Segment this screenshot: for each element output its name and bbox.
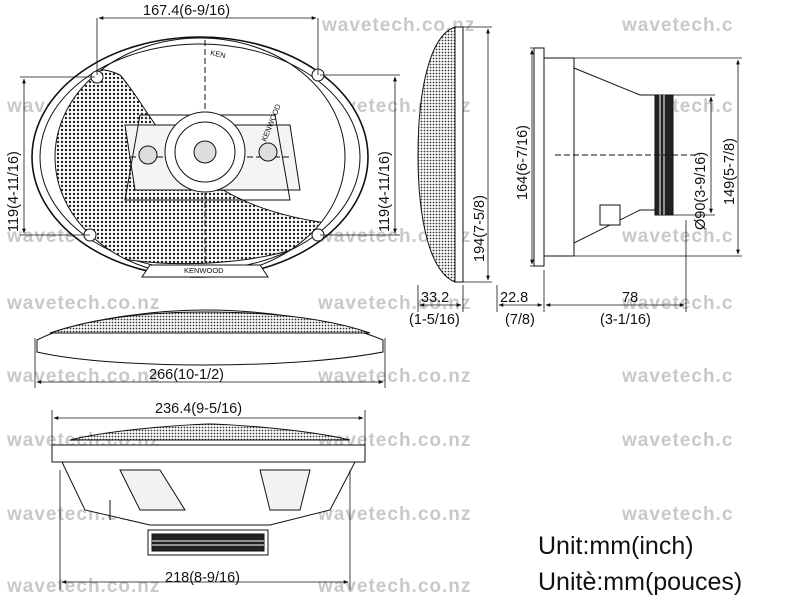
profile-dimensions bbox=[496, 47, 742, 312]
top-silhouette bbox=[34, 309, 386, 388]
watermark-text: wavetech.co.nz bbox=[6, 293, 160, 314]
unit-label-french: Unitè:mm(pouces) bbox=[538, 568, 742, 596]
watermark-text: wavetech.c bbox=[621, 430, 733, 451]
brand-logo-partial: KEN bbox=[210, 48, 227, 60]
left-tweeter bbox=[138, 145, 158, 165]
dim-mount-depth: 22.8 bbox=[500, 290, 528, 306]
logo-plate bbox=[141, 264, 269, 278]
dim-overall-width: 266(10-1/2) bbox=[149, 367, 224, 383]
dim-magnet-diameter: Ø90(3-9/16) bbox=[693, 152, 709, 230]
dim-basket-depth: 78 bbox=[622, 290, 638, 306]
right-tweeter bbox=[258, 142, 278, 162]
dim-side-height-total: 194(7-5/8) bbox=[472, 195, 488, 262]
dim-mount-depth-inch: (7/8) bbox=[505, 312, 535, 328]
watermark-text: wavetech.c bbox=[621, 504, 733, 525]
watermark-text: wavetech.c bbox=[621, 366, 733, 387]
watermark-text: wavetech.co.nz bbox=[6, 366, 160, 387]
watermark-text: wavetech.co.nz bbox=[317, 504, 471, 525]
dim-front-height-left: 119(4-11/16) bbox=[6, 151, 22, 232]
watermark-text: wavetech.co.nz bbox=[317, 576, 471, 597]
dim-side-depth-grille: 33.2 bbox=[421, 290, 449, 306]
side-grille-rim bbox=[454, 26, 464, 283]
side-grille-view bbox=[417, 26, 492, 312]
brand-logo-front: KENWOOD bbox=[184, 266, 224, 275]
bottom-side-view bbox=[51, 423, 366, 556]
front-view bbox=[31, 36, 369, 278]
dim-magnet-width: 218(8-9/16) bbox=[165, 570, 240, 586]
side-grille-mesh bbox=[417, 26, 456, 283]
bridge-outline bbox=[124, 114, 291, 201]
mid-cone-inner bbox=[174, 121, 236, 183]
watermark-text: wavetech.co.nz bbox=[317, 366, 471, 387]
dim-basket-depth-inch: (3-1/16) bbox=[600, 312, 651, 328]
watermark-text: wavetech.co.nz bbox=[321, 15, 475, 36]
dim-basket-height: 149(5-7/8) bbox=[722, 138, 738, 205]
profile-terminal bbox=[599, 204, 621, 226]
dim-profile-height: 164(6-7/16) bbox=[515, 125, 531, 200]
profile-view bbox=[533, 47, 700, 267]
center-tweeter bbox=[193, 140, 217, 164]
watermark-text: wavetech.co.nz bbox=[317, 293, 471, 314]
profile-flange bbox=[533, 47, 545, 267]
unit-label-english: Unit:mm(inch) bbox=[538, 532, 694, 560]
dim-front-width-top: 167.4(6-9/16) bbox=[143, 3, 230, 19]
profile-basket-rim bbox=[543, 57, 575, 257]
watermark-text: wavetech.co.nz bbox=[6, 576, 160, 597]
bottom-dimensions bbox=[51, 410, 366, 590]
dim-side-depth-grille-inch: (1-5/16) bbox=[409, 312, 460, 328]
dim-front-height-right: 119(4-11/16) bbox=[377, 151, 393, 232]
dim-cutout-width: 236.4(9-5/16) bbox=[155, 401, 242, 417]
front-dimensions bbox=[20, 16, 400, 236]
watermark-text: wavetech.c bbox=[621, 15, 733, 36]
watermark-text: wavetech.c bbox=[621, 226, 733, 247]
